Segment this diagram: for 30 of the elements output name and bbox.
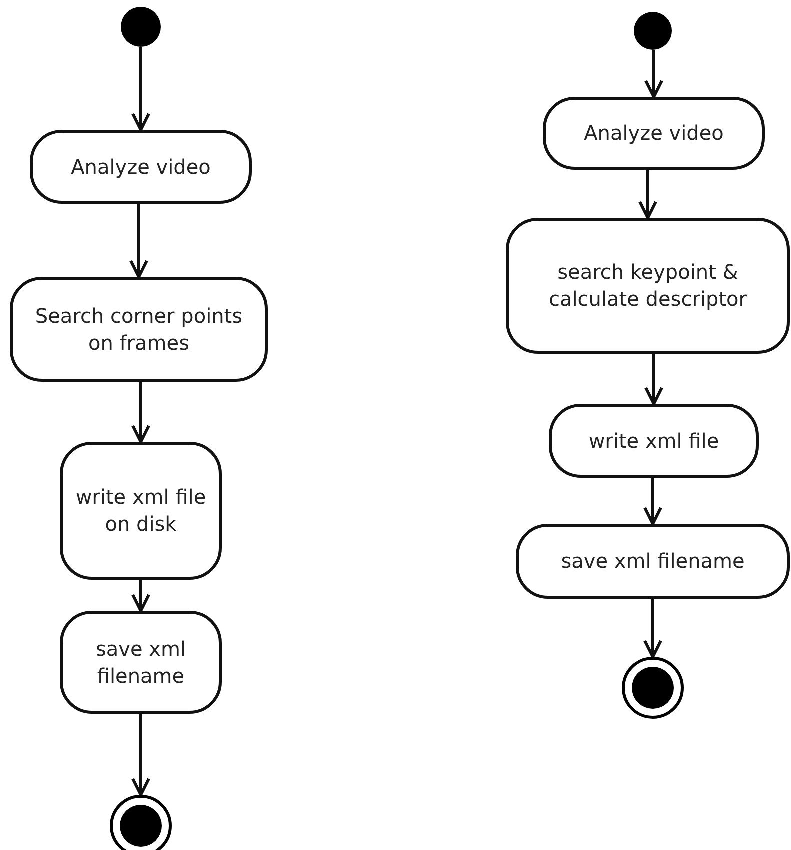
action-box [30,130,252,204]
end-node [110,795,172,850]
arrow [644,354,664,406]
action-box [10,277,268,382]
action-box [549,404,759,478]
arrow [132,47,150,132]
action-box [506,218,790,354]
arrow [638,170,658,220]
action-box [60,442,222,580]
action-label: write xml file on disk [75,484,207,538]
action-box [543,97,765,170]
arrow [132,580,150,612]
start-node [634,12,672,50]
arrow [644,50,664,98]
action-label: Analyze video [71,154,211,180]
arrow [644,478,662,526]
action-label: save xml filename [561,548,745,575]
end-node [622,657,684,719]
arrow [130,204,148,278]
arrow [132,714,150,796]
start-node [121,7,161,47]
action-box [516,524,790,599]
action-label: Analyze video [584,120,724,147]
action-label: search keypoint & calculate descriptor [548,259,748,313]
arrow [132,382,150,444]
action-box [60,611,222,714]
action-label: save xml filename [94,636,188,690]
arrow [644,599,662,658]
action-label: write xml file [588,428,720,454]
action-label: Search corner points on frames [34,302,244,356]
